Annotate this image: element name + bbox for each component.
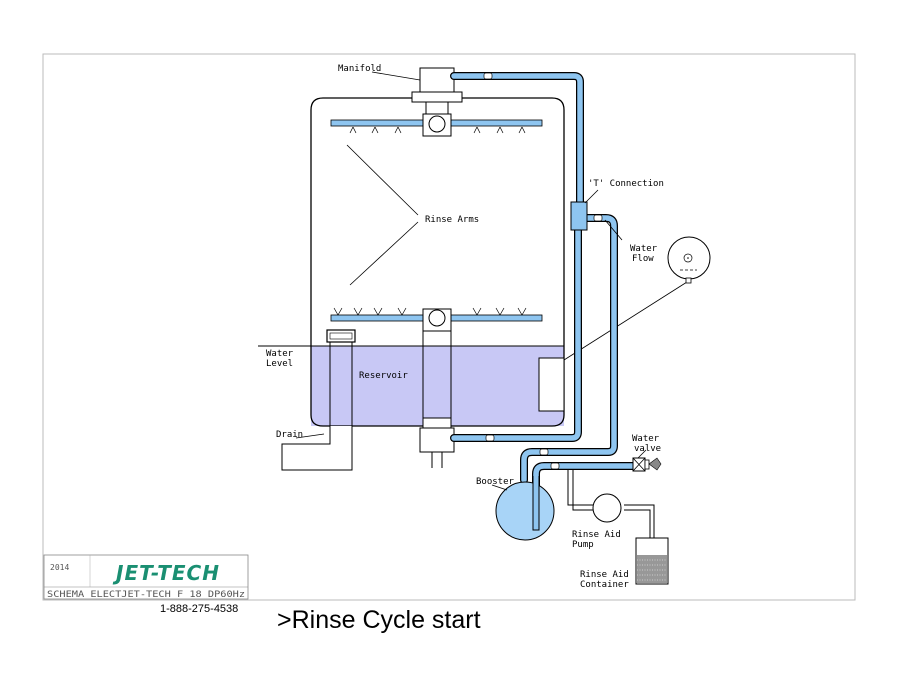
drain	[281, 329, 356, 471]
drawing-border	[42, 53, 856, 601]
leader-lines	[295, 71, 647, 491]
level-sensor-wire	[563, 281, 688, 361]
label-rinse-aid-container-1: Rinse Aid	[580, 570, 629, 580]
label-rinse-aid-container-2: Container	[580, 580, 629, 590]
water-valve	[632, 457, 662, 472]
label-water-flow-2: Flow	[632, 254, 654, 264]
pipe-couplings	[483, 72, 603, 470]
t-connection	[570, 201, 588, 231]
tank-outline	[310, 97, 565, 427]
gauge	[667, 236, 711, 284]
title-block-year: 2014	[50, 563, 69, 572]
booster-tank	[495, 476, 555, 541]
label-water-flow-1: Water	[630, 244, 658, 254]
label-rinse-arms: Rinse Arms	[425, 215, 479, 225]
rinse-aid-line	[567, 470, 655, 570]
caption: >Rinse Cycle start	[277, 606, 481, 634]
label-reservoir: Reservoir	[359, 371, 408, 381]
reservoir-water	[311, 346, 564, 426]
title-block: 2014 JET-TECH SCHEMA ELECTJET-TECH F 18 …	[43, 554, 249, 600]
title-block-schema: SCHEMA ELECTJET-TECH F 18 DP60Hz	[47, 590, 245, 600]
phone-number: 1-888-275-4538	[160, 603, 239, 615]
label-water-valve-2: valve	[634, 444, 661, 454]
label-t-connection: 'T' Connection	[588, 179, 664, 189]
label-rinse-aid-pump-1: Rinse Aid	[572, 530, 621, 540]
upper-rinse-arms	[330, 113, 543, 137]
rinse-aid-pump	[592, 493, 622, 523]
label-water-level-1: Water	[266, 349, 294, 359]
label-booster: Booster	[476, 477, 515, 487]
label-drain: Drain	[276, 430, 303, 440]
label-manifold: Manifold	[338, 64, 381, 74]
level-sensor-box	[538, 357, 565, 412]
label-water-level-2: Level	[266, 359, 293, 369]
rinse-aid-container	[635, 537, 669, 585]
supply-pipes	[450, 72, 638, 532]
label-rinse-aid-pump-2: Pump	[572, 540, 594, 550]
lower-rinse-arms	[330, 307, 543, 332]
title-block-logo: JET-TECH	[112, 561, 220, 585]
label-water-valve-1: Water	[632, 434, 660, 444]
